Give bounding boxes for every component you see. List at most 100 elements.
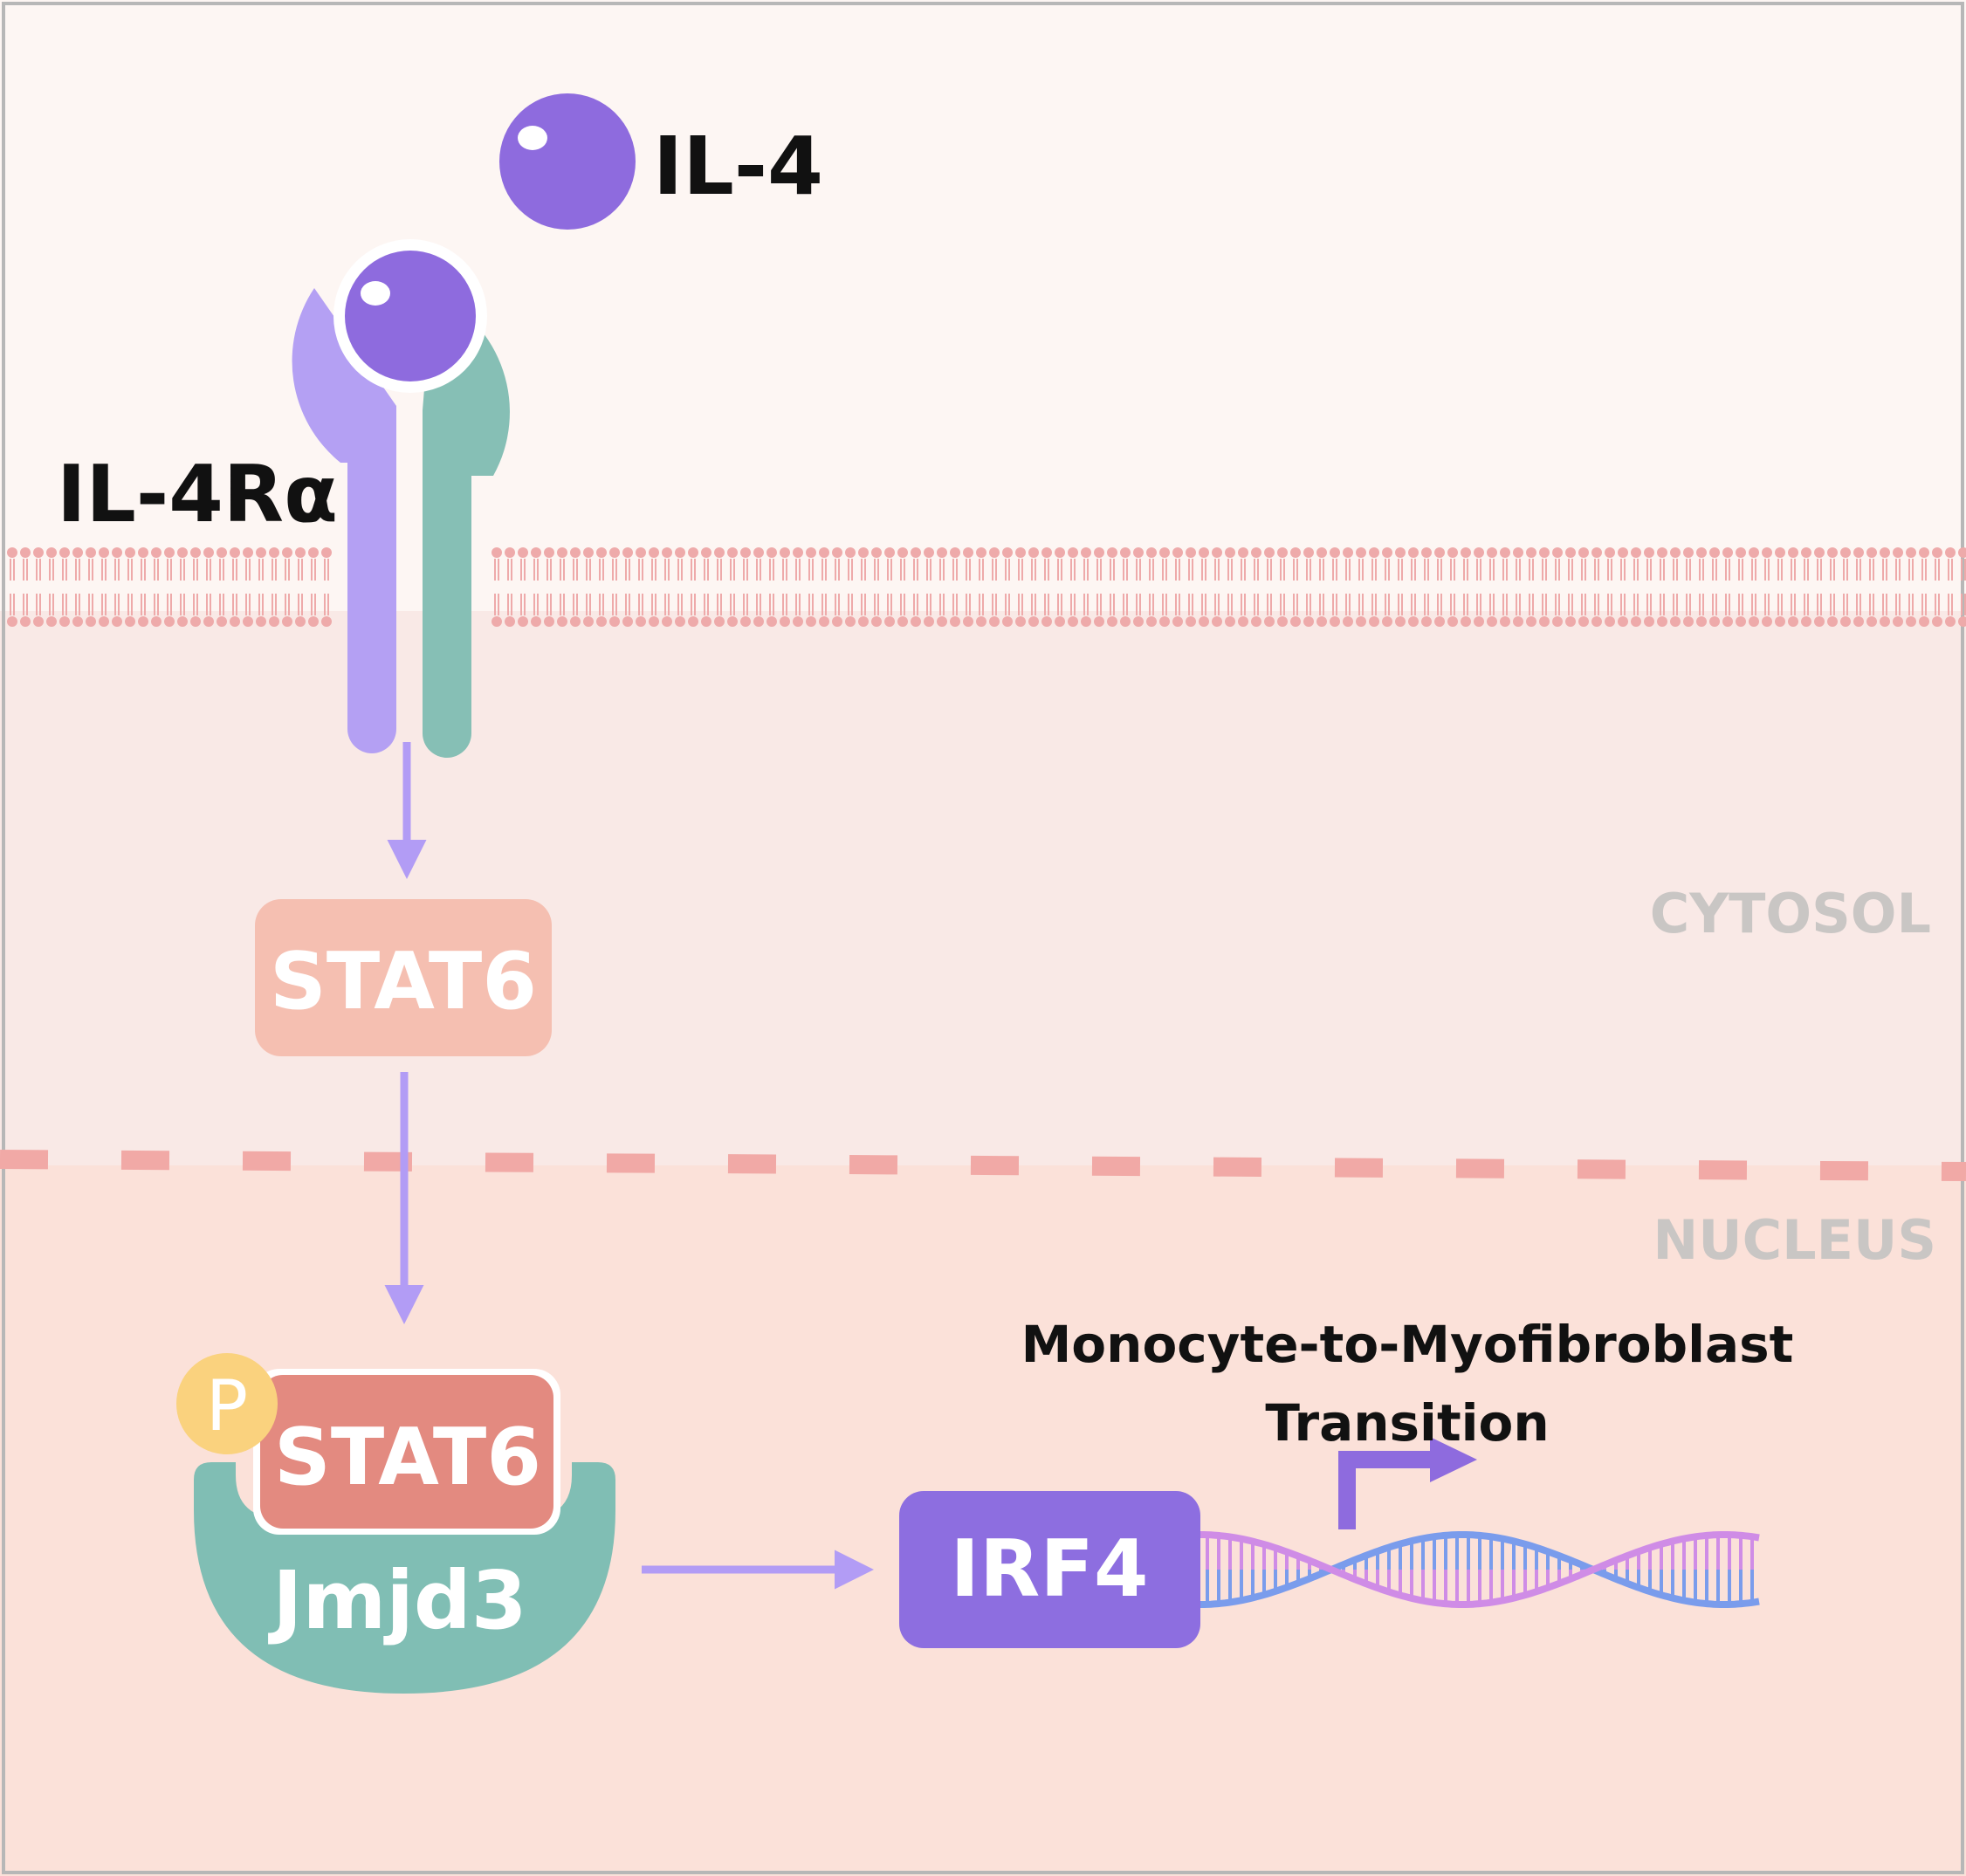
phospholipid-pair	[806, 547, 816, 627]
lipid-head-outer	[544, 547, 554, 558]
lipid-head-outer	[308, 547, 319, 558]
cell-membrane	[7, 547, 1966, 627]
phospholipid-pair	[1330, 547, 1340, 627]
lipid-head-outer	[256, 547, 266, 558]
lipid-head-outer	[1631, 547, 1641, 558]
lipid-head-inner	[557, 616, 567, 627]
phospholipid-pair	[1762, 547, 1772, 627]
lipid-head-inner	[308, 616, 319, 627]
lipid-head-outer	[714, 547, 725, 558]
lipid-head-inner	[1565, 616, 1576, 627]
lipid-head-inner	[911, 616, 921, 627]
lipid-head-inner	[1002, 616, 1013, 627]
phospholipid-pair	[1133, 547, 1144, 627]
lipid-head-outer	[282, 547, 292, 558]
lipid-head-outer	[1827, 547, 1838, 558]
lipid-head-outer	[1225, 547, 1235, 558]
lipid-head-outer	[1146, 547, 1157, 558]
lipid-head-outer	[1513, 547, 1523, 558]
lipid-head-inner	[190, 616, 201, 627]
lipid-head-outer	[819, 547, 829, 558]
lipid-head-outer	[596, 547, 607, 558]
lipid-head-outer	[1041, 547, 1052, 558]
phospholipid-pair	[1722, 547, 1733, 627]
phospholipid-pair	[662, 547, 672, 627]
lipid-head-outer	[1526, 547, 1536, 558]
lipid-head-inner	[230, 616, 240, 627]
dna-strand-a	[1200, 1531, 1760, 1608]
phospholipid-pair	[1041, 547, 1052, 627]
lipid-head-inner	[1722, 616, 1733, 627]
lipid-head-outer	[46, 547, 57, 558]
lipid-head-inner	[1107, 616, 1117, 627]
lipid-head-inner	[282, 616, 292, 627]
lipid-head-inner	[819, 616, 829, 627]
phospholipid-pair	[1487, 547, 1497, 627]
lipid-head-inner	[1186, 616, 1196, 627]
lipid-head-outer	[1906, 547, 1916, 558]
lipid-head-inner	[1447, 616, 1458, 627]
lipid-head-outer	[164, 547, 175, 558]
lipid-head-inner	[1736, 616, 1746, 627]
lipid-head-outer	[924, 547, 934, 558]
phospholipid-pair	[1814, 547, 1825, 627]
lipid-head-inner	[203, 616, 214, 627]
lipid-head-inner	[1657, 616, 1667, 627]
irf4-box	[899, 1491, 1200, 1648]
lipid-head-inner	[897, 616, 908, 627]
nuclear-envelope	[0, 1150, 1966, 1181]
il4-ligand	[499, 93, 636, 230]
lipid-head-inner	[1028, 616, 1039, 627]
lipid-head-inner	[518, 616, 528, 627]
lipid-head-outer	[1683, 547, 1694, 558]
lipid-head-outer	[1919, 547, 1929, 558]
phospholipid-pair	[1277, 547, 1288, 627]
il4-ligand-highlight	[518, 126, 547, 150]
phospholipid-pair	[505, 547, 515, 627]
lipid-head-outer	[177, 547, 188, 558]
lipid-head-outer	[897, 547, 908, 558]
lipid-head-outer	[7, 547, 17, 558]
lipid-head-inner	[871, 616, 882, 627]
phospholipid-pair	[1605, 547, 1615, 627]
phospholipid-pair	[727, 547, 738, 627]
lipid-head-inner	[1015, 616, 1026, 627]
phospholipid-pair	[1382, 547, 1392, 627]
lipid-head-outer	[1461, 547, 1471, 558]
phospholipid-pair	[1264, 547, 1275, 627]
phospholipid-pair	[1866, 547, 1877, 627]
phospholipid-pair	[1932, 547, 1942, 627]
lipid-head-inner	[1906, 616, 1916, 627]
lipid-head-outer	[793, 547, 803, 558]
lipid-head-outer	[1015, 547, 1026, 558]
lipid-head-inner	[636, 616, 646, 627]
lipid-head-outer	[1212, 547, 1222, 558]
lipid-head-inner	[806, 616, 816, 627]
lipid-head-inner	[1866, 616, 1877, 627]
phospholipid-pair	[72, 547, 83, 627]
lipid-head-inner	[138, 616, 148, 627]
lipid-head-inner	[1539, 616, 1550, 627]
lipid-head-inner	[1238, 616, 1248, 627]
stat6-phospho-label: STAT6	[274, 1412, 541, 1503]
lipid-head-inner	[256, 616, 266, 627]
phospholipid-pair	[1055, 547, 1065, 627]
dna-helix	[1200, 1531, 1760, 1608]
lipid-head-outer	[1068, 547, 1078, 558]
lipid-head-inner	[1159, 616, 1170, 627]
lipid-head-inner	[1041, 616, 1052, 627]
lipid-head-inner	[753, 616, 764, 627]
lipid-head-outer	[766, 547, 777, 558]
lipid-head-outer	[518, 547, 528, 558]
lipid-head-outer	[1775, 547, 1785, 558]
lipid-head-inner	[1644, 616, 1654, 627]
lipid-head-inner	[1251, 616, 1261, 627]
lipid-head-outer	[1932, 547, 1942, 558]
phospholipid-pair	[636, 547, 646, 627]
nucleus-label: NUCLEUS	[1653, 1208, 1936, 1272]
lipid-head-inner	[1264, 616, 1275, 627]
phospholipid-pair	[1474, 547, 1484, 627]
lipid-head-outer	[1238, 547, 1248, 558]
lipid-head-outer	[727, 547, 738, 558]
